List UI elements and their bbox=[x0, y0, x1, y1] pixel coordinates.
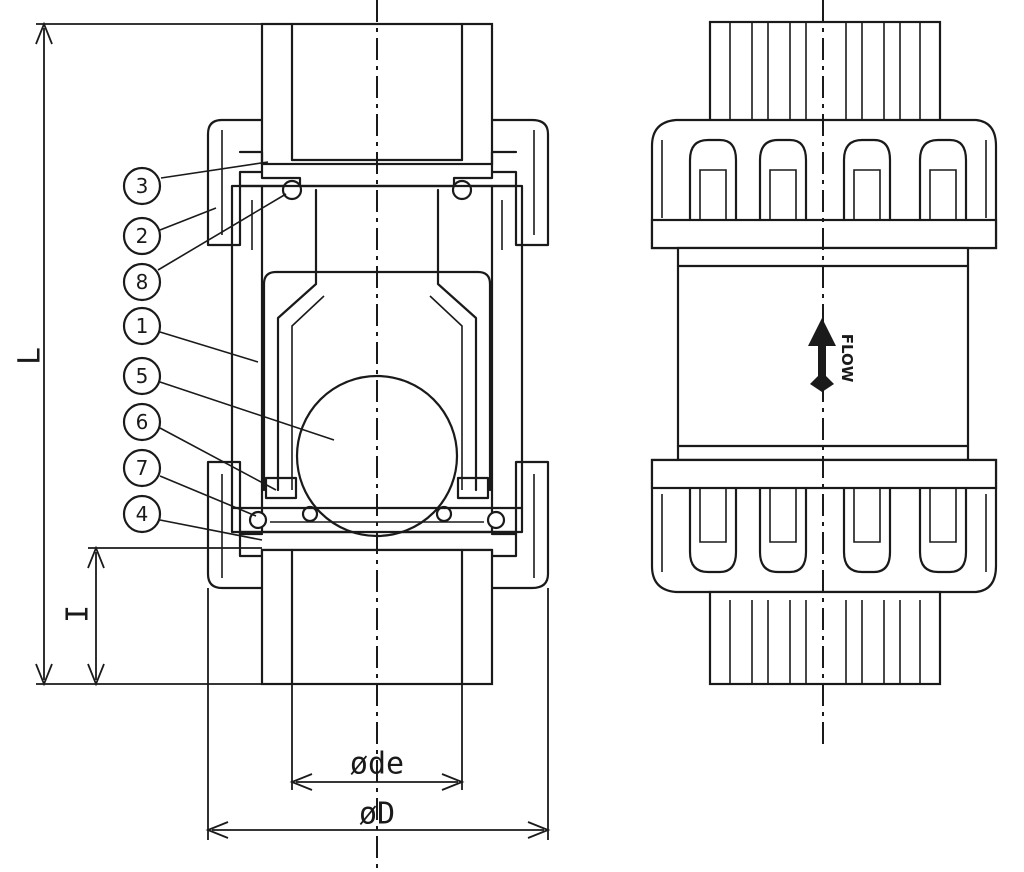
callout-2 bbox=[122, 216, 162, 256]
callout-6 bbox=[122, 402, 162, 442]
callouts: 3 2 8 1 5 6 7 4 bbox=[122, 161, 335, 541]
exterior-bottom-pipe bbox=[708, 590, 942, 686]
callout-7-number: 7 bbox=[136, 456, 149, 480]
top-o-ring-right bbox=[451, 179, 473, 201]
callout-5 bbox=[122, 356, 162, 396]
top-o-ring-left bbox=[281, 179, 303, 201]
ball-seat-left bbox=[264, 476, 298, 500]
bottom-union-nut-right bbox=[490, 460, 550, 590]
union-diameter-label: øD bbox=[359, 797, 395, 832]
seal-ring-right bbox=[486, 510, 506, 530]
callout-1 bbox=[122, 306, 162, 346]
callout-8-number: 8 bbox=[136, 270, 149, 294]
insertion-depth-label: I bbox=[61, 605, 96, 623]
top-union-nut-left bbox=[206, 118, 264, 247]
callout-4 bbox=[122, 494, 162, 534]
callout-8 bbox=[122, 262, 162, 302]
callout-3 bbox=[122, 166, 162, 206]
callout-5-number: 5 bbox=[136, 364, 149, 388]
callout-1-number: 1 bbox=[136, 314, 149, 338]
callout-3-number: 3 bbox=[136, 174, 149, 198]
ball-seat-right bbox=[456, 476, 490, 500]
callout-4-number: 4 bbox=[136, 502, 149, 526]
exterior-top-pipe bbox=[708, 20, 942, 132]
callout-7 bbox=[122, 448, 162, 488]
callout-6-number: 6 bbox=[136, 410, 149, 434]
dimensions: L I øde øD bbox=[13, 21, 551, 840]
callout-2-number: 2 bbox=[136, 224, 149, 248]
top-union-nut-right bbox=[490, 118, 550, 247]
pipe-diameter-label: øde bbox=[350, 747, 404, 782]
length-label: L bbox=[13, 347, 48, 365]
flow-label: FLOW bbox=[838, 334, 856, 383]
